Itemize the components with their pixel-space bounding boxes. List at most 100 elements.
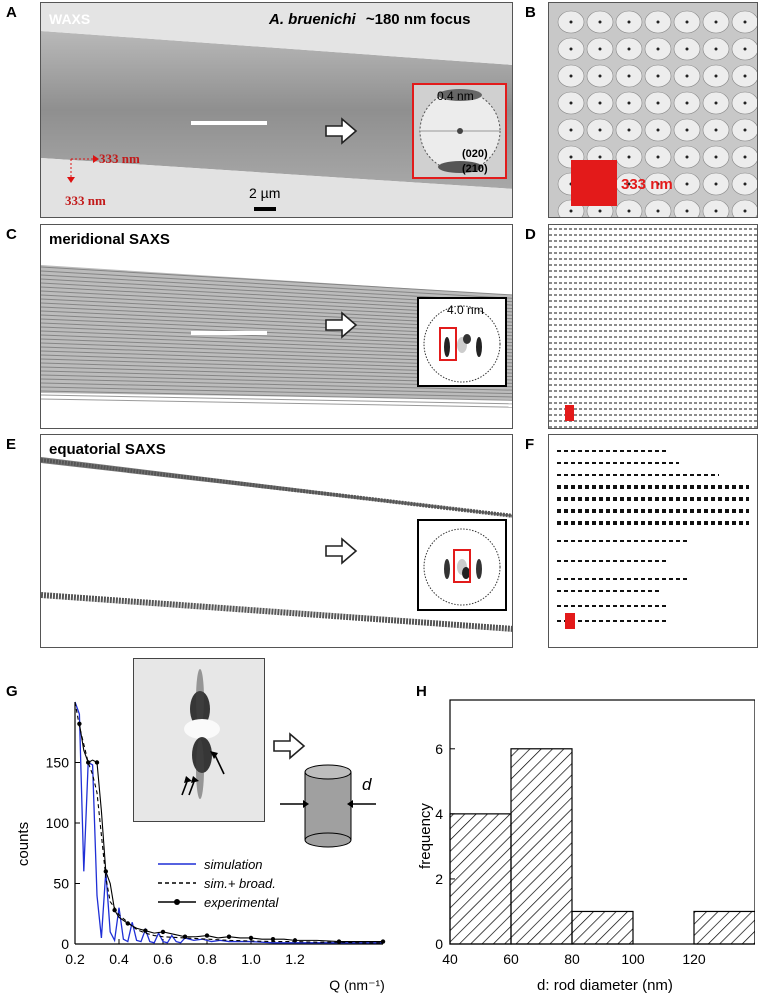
- mosaic-tile-center: [743, 47, 747, 51]
- fiber-stripe: [41, 398, 512, 408]
- panel-label-a: A: [6, 4, 17, 21]
- mosaic-tile-center: [714, 128, 718, 132]
- scale-bar-line: [191, 121, 267, 125]
- mosaic-tile-center: [685, 47, 689, 51]
- mosaic-tile-center: [656, 155, 660, 159]
- g-legend-marker: [174, 899, 180, 905]
- g-series-simulation: [74, 701, 383, 944]
- mosaic-tile-center: [743, 20, 747, 24]
- fiber-stripe: [41, 382, 512, 395]
- g-y-tick-label: 100: [46, 815, 70, 831]
- rod-cylinder-diagram: d: [280, 764, 376, 848]
- mosaic-tile-center: [569, 128, 573, 132]
- mosaic-tile-center: [656, 128, 660, 132]
- mosaic-tile-center: [569, 74, 573, 78]
- hollow-arrow-icon: [325, 117, 358, 145]
- equatorial-diffraction-pattern: [423, 528, 501, 606]
- mosaic-tile-center: [627, 155, 631, 159]
- g-data-point: [160, 929, 166, 935]
- hollow-arrow-icon: [325, 311, 358, 339]
- mosaic-tile-center: [656, 209, 660, 213]
- g-data-point: [248, 935, 254, 941]
- mosaic-tile-center: [714, 209, 718, 213]
- h-y-tick-label: 2: [435, 871, 443, 887]
- hollow-arrow-icon: [273, 732, 306, 760]
- h-x-tick-label: 100: [621, 951, 645, 967]
- h-bar: [510, 748, 573, 945]
- g-series-experimental: [78, 723, 383, 943]
- h-x-tick-label: 60: [503, 951, 519, 967]
- mosaic-tile-center: [656, 47, 660, 51]
- g-x-tick-label: 1.2: [285, 951, 305, 967]
- h-xlabel: d: rod diameter (nm): [537, 977, 673, 994]
- mosaic-tile-center: [685, 155, 689, 159]
- mosaic-tile-center: [714, 74, 718, 78]
- g-x-tick-label: 0.8: [197, 951, 217, 967]
- waxs-diffraction-pattern: [419, 89, 501, 173]
- mosaic-tile-center: [656, 74, 660, 78]
- equatorial-fiber-image: [41, 457, 512, 632]
- g-data-point: [77, 721, 82, 726]
- mosaic-tile-center: [598, 47, 602, 51]
- fiber-stripe: [41, 270, 512, 299]
- h-x-tick-label: 80: [564, 951, 580, 967]
- mosaic-tile-center: [656, 101, 660, 105]
- mosaic-tile-center: [685, 74, 689, 78]
- panel-f-equatorial-mosaic: [548, 434, 758, 648]
- g-series-sim---broad-: [74, 701, 383, 944]
- mosaic-tile-center: [714, 155, 718, 159]
- species-label: A. bruenichi ~180 nm focus: [269, 11, 471, 28]
- mosaic-tile-center: [714, 20, 718, 24]
- g-x-tick-label: 0.4: [109, 951, 129, 967]
- g-x-tick-label: 0.2: [65, 951, 85, 967]
- h-ylabel: frequency: [417, 803, 434, 869]
- g-data-point: [182, 934, 188, 939]
- mosaic-tile-center: [569, 20, 573, 24]
- mosaic-tile-center: [685, 20, 689, 24]
- g-legend-label: sim.+ broad.: [204, 876, 276, 891]
- mosaic-tile-center: [685, 182, 689, 186]
- mosaic-tile-center: [569, 209, 573, 213]
- waxs-title: WAXS: [49, 11, 91, 27]
- panel-b-pattern-grid: 333 nm: [548, 2, 758, 218]
- mosaic-tile-center: [743, 209, 747, 213]
- step-x-label: 333 nm: [99, 151, 140, 166]
- panel-label-g: G: [6, 683, 18, 700]
- scale-bar-2um: [254, 207, 276, 211]
- g-inset-pattern: [133, 658, 265, 822]
- mosaic-tile-center: [743, 182, 747, 186]
- mosaic-tile-center: [598, 128, 602, 132]
- mosaic-tile-center: [569, 155, 573, 159]
- meridional-pattern-mosaic: [549, 228, 757, 428]
- panel-label-h: H: [416, 683, 427, 700]
- h-x-tick-label: 40: [442, 951, 458, 967]
- reflection-020: (020): [462, 148, 488, 160]
- panel-label-e: E: [6, 436, 17, 453]
- panel-a-waxs-image: WAXS A. bruenichi ~180 nm focus 0.4 nm (…: [40, 2, 513, 218]
- mosaic-tile-center: [714, 47, 718, 51]
- waxs-fiber-image: [41, 3, 512, 217]
- mosaic-tile-center: [714, 182, 718, 186]
- g-data-point: [292, 938, 298, 943]
- equatorial-pattern-inset: [417, 519, 507, 611]
- g-data-point: [270, 936, 276, 942]
- mosaic-tile-center: [627, 128, 631, 132]
- h-bar: [571, 910, 634, 945]
- mosaic-tile-center: [685, 101, 689, 105]
- panel-label-c: C: [6, 226, 17, 243]
- mosaic-tile-center: [743, 128, 747, 132]
- mosaic-tile-center: [656, 182, 660, 186]
- mosaic-tile-center: [598, 101, 602, 105]
- meridional-scale-bar: [191, 331, 267, 335]
- meridional-pattern-inset: 4.0 nm: [417, 297, 507, 387]
- h-y-tick-label: 4: [435, 806, 443, 822]
- species-name: A. bruenichi: [269, 11, 356, 28]
- mosaic-tile-center: [627, 47, 631, 51]
- diameter-label: d: [362, 775, 372, 794]
- g-data-point: [336, 939, 342, 944]
- g-ylabel: counts: [15, 822, 32, 866]
- mosaic-tile-center: [685, 209, 689, 213]
- mosaic-tile-center: [656, 20, 660, 24]
- h-x-tick-label: 120: [682, 951, 706, 967]
